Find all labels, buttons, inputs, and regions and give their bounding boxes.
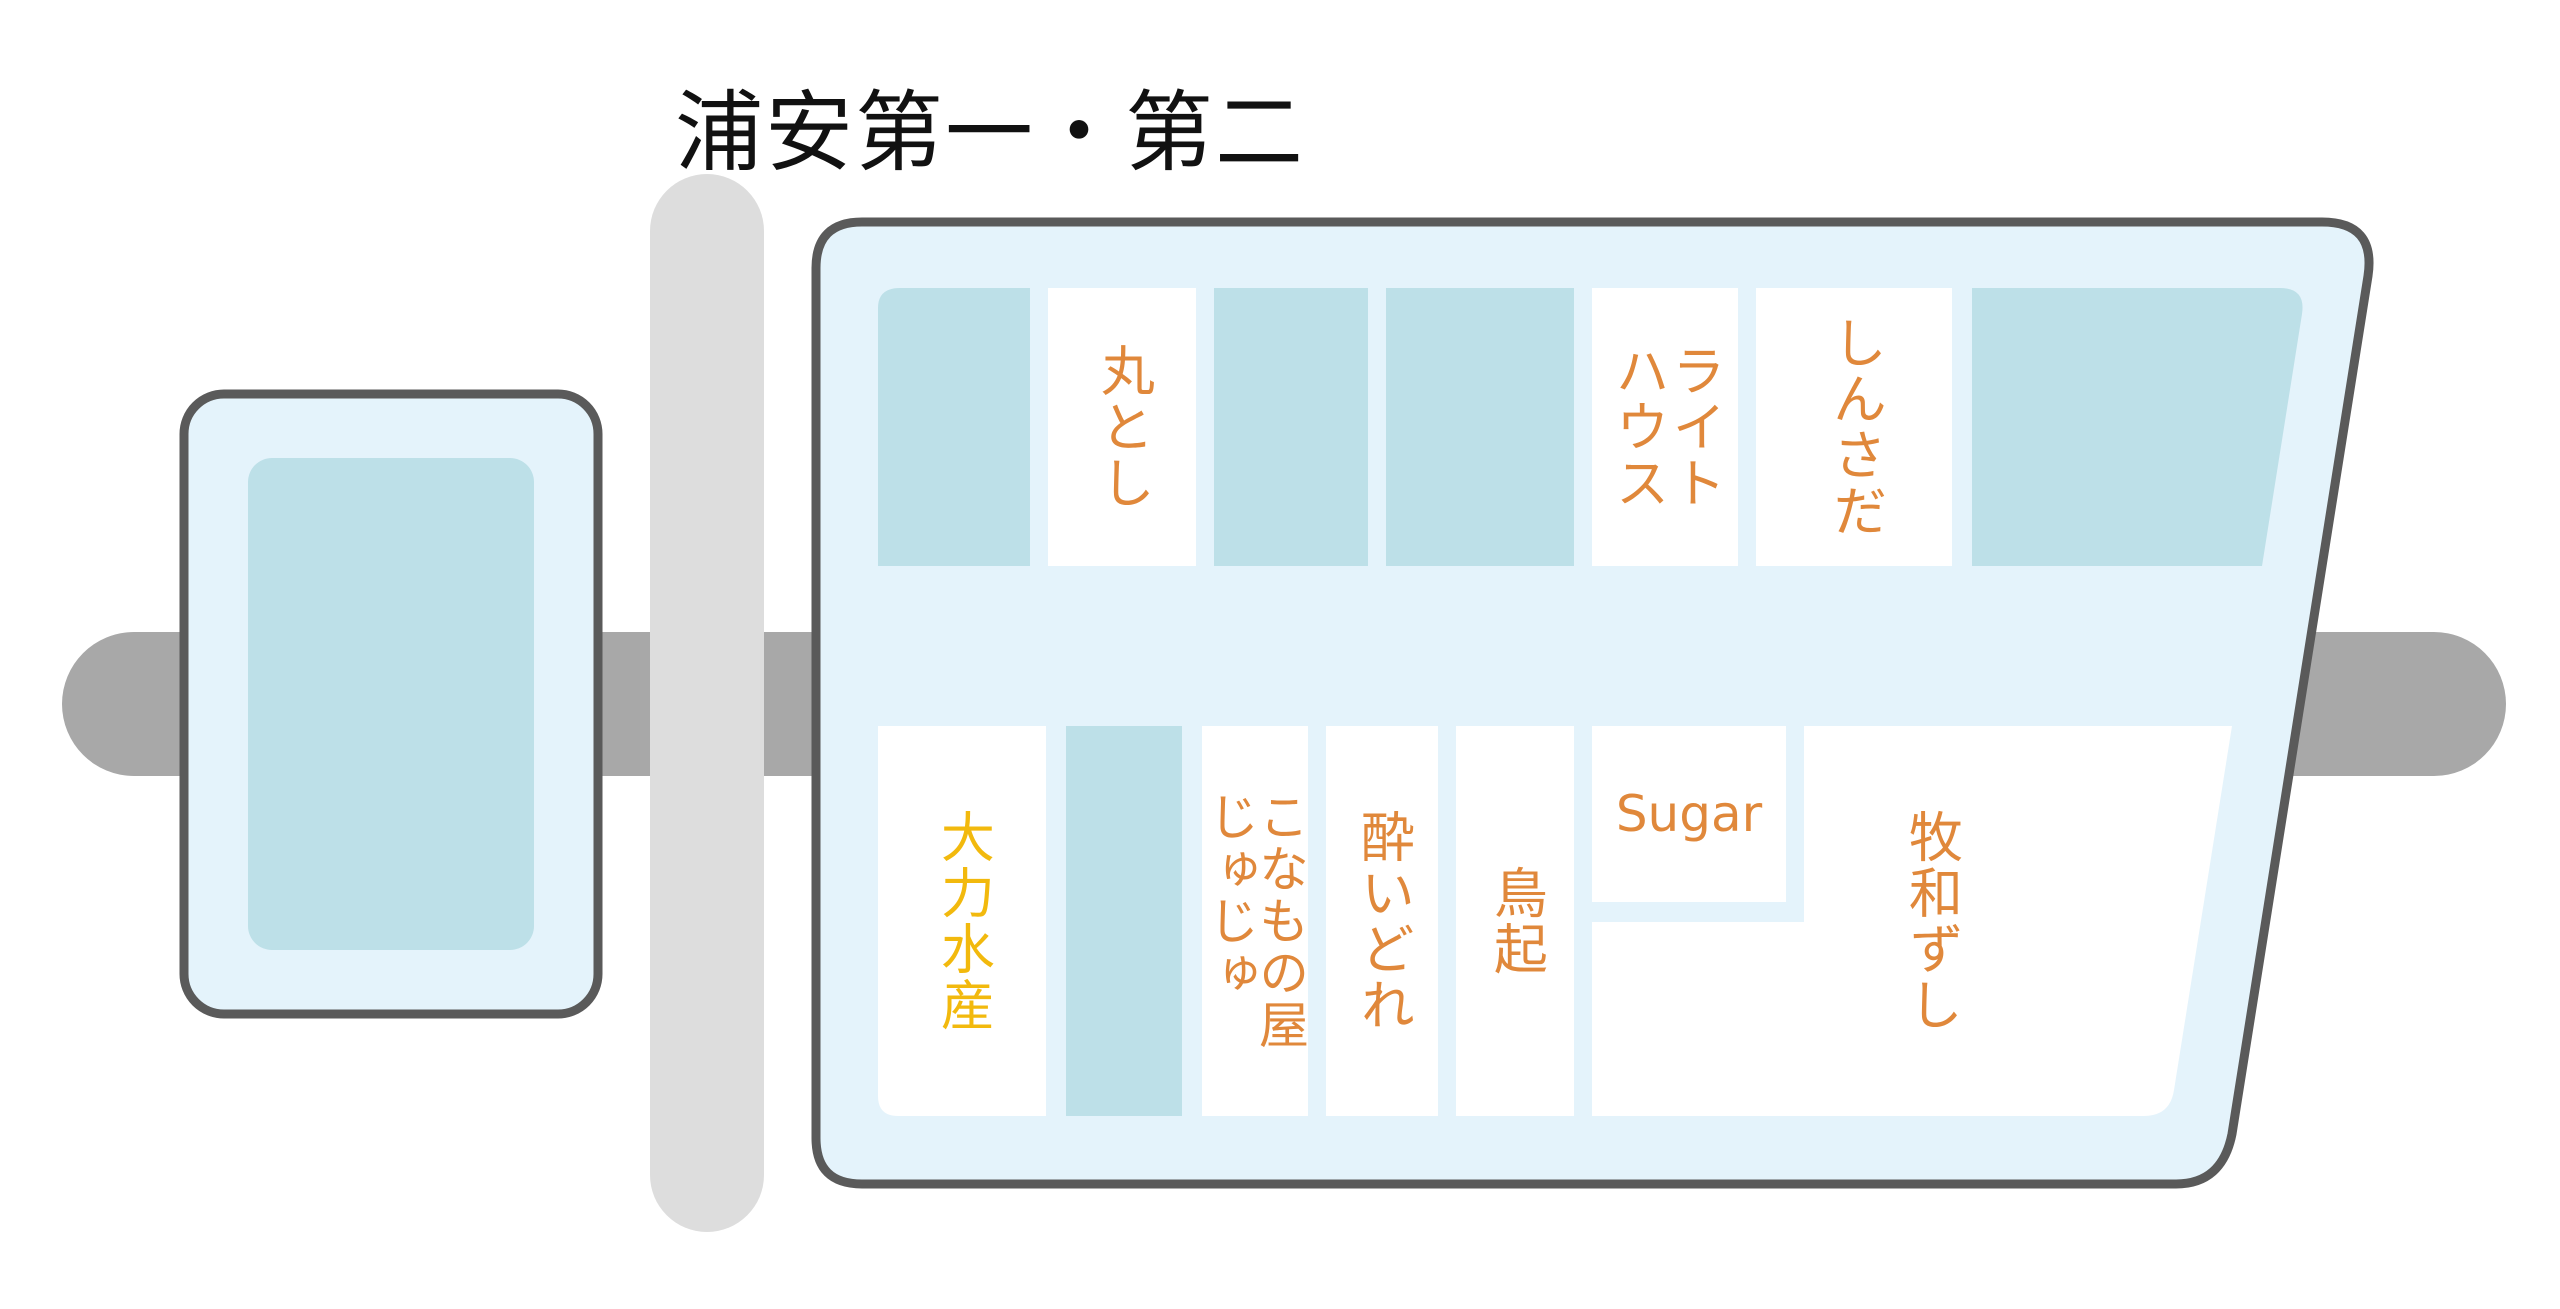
left-building-vacant-area bbox=[248, 458, 534, 950]
shop-label-ooriki: 大力水産 bbox=[931, 809, 995, 1033]
stall-shinsada bbox=[1756, 288, 1952, 566]
stall-makiwazushi bbox=[1592, 726, 2232, 1116]
stall-vacant-3 bbox=[1386, 288, 1574, 566]
stall-vacant-5 bbox=[1066, 726, 1182, 1116]
stall-lighthouse bbox=[1592, 288, 1738, 566]
shop-label-konamonoya: こなもの屋 じゅじゅ bbox=[1201, 791, 1309, 1051]
stall-torioki bbox=[1456, 726, 1574, 1116]
stall-marutoshi bbox=[1048, 288, 1196, 566]
stall-konamonoya bbox=[1202, 726, 1308, 1116]
stall-vacant-1 bbox=[878, 288, 1030, 566]
stall-yoidore bbox=[1326, 726, 1438, 1116]
shop-label-sugar: Sugar bbox=[1615, 784, 1763, 843]
stall-vacant-4 bbox=[1972, 288, 2303, 566]
stall-vacant-2 bbox=[1214, 288, 1368, 566]
side-road bbox=[650, 174, 764, 1232]
stall-ooriki bbox=[878, 726, 1046, 1116]
shop-label-makiwazushi: 牧和ずし bbox=[1899, 809, 1963, 1033]
map-title: 浦安第一・第二 bbox=[674, 81, 1305, 184]
shop-label-lighthouse: ライト ハウス bbox=[1606, 343, 1726, 511]
shop-label-shinsada: しんさだ bbox=[1823, 315, 1887, 539]
stall-sugar bbox=[1592, 726, 1786, 902]
shop-label-marutoshi: 丸とし bbox=[1091, 343, 1155, 511]
shop-label-yoidore: 酔いどれ bbox=[1351, 809, 1415, 1033]
shop-label-torioki: 鳥起 bbox=[1484, 865, 1548, 977]
